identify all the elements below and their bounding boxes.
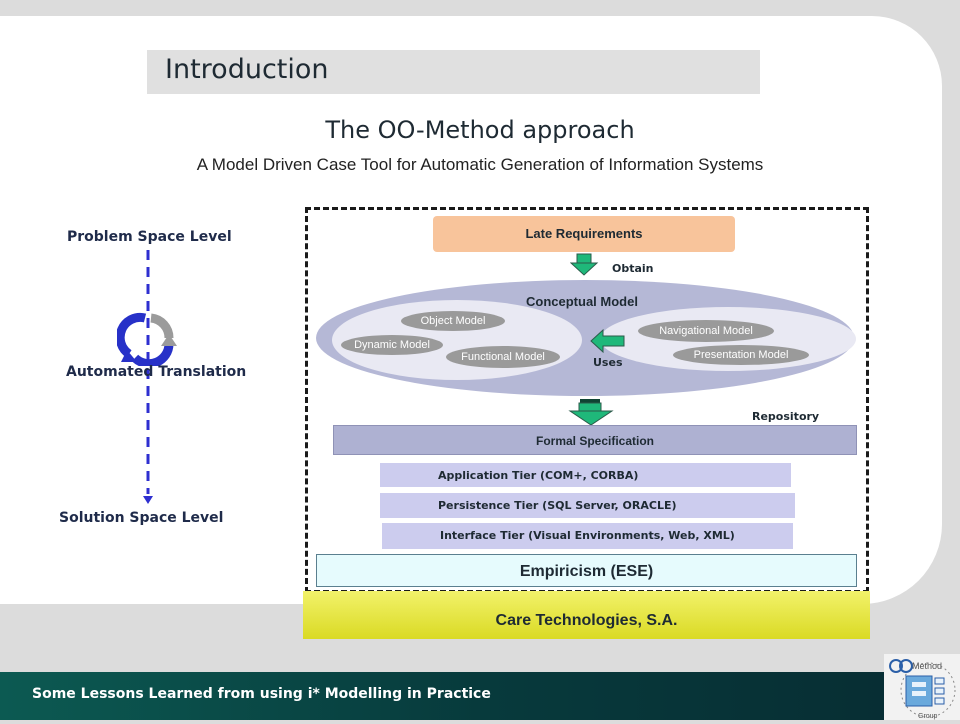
dynamic-model-pill: Dynamic Model bbox=[341, 335, 443, 355]
functional-model-pill: Functional Model bbox=[446, 346, 560, 368]
oo-method-logo: Method Group bbox=[884, 654, 960, 720]
empiricism-bar: Empiricism (ESE) bbox=[316, 554, 857, 587]
level-axis bbox=[143, 250, 153, 504]
object-model-pill: Object Model bbox=[401, 311, 505, 331]
cycle-icon bbox=[117, 312, 177, 366]
formal-specification-bar: Formal Specification bbox=[333, 425, 857, 455]
navigational-model-pill: Navigational Model bbox=[638, 320, 774, 342]
problem-space-label: Problem Space Level bbox=[67, 229, 232, 245]
slide-title: Introduction bbox=[165, 54, 329, 85]
application-tier-bar: Application Tier (COM+, CORBA) bbox=[380, 463, 791, 487]
repository-label: Repository bbox=[752, 410, 820, 423]
logo-text: Method bbox=[912, 661, 942, 671]
automated-translation-label: Automated Translation bbox=[66, 364, 247, 380]
obtain-label: Obtain bbox=[612, 262, 654, 275]
repository-arrow-icon bbox=[568, 399, 614, 426]
title-bar bbox=[147, 50, 760, 94]
persistence-tier-bar: Persistence Tier (SQL Server, ORACLE) bbox=[380, 493, 795, 518]
logo-subtext: Group bbox=[918, 713, 938, 720]
obtain-arrow-icon bbox=[570, 253, 599, 276]
heading: The OO-Method approach bbox=[325, 116, 635, 144]
subheading: A Model Driven Case Tool for Automatic G… bbox=[196, 155, 764, 174]
late-requirements-box: Late Requirements bbox=[433, 216, 735, 252]
care-technologies-bar: Care Technologies, S.A. bbox=[303, 591, 870, 639]
footer-text: Some Lessons Learned from using i* Model… bbox=[32, 686, 491, 702]
interface-tier-bar: Interface Tier (Visual Environments, Web… bbox=[382, 523, 793, 549]
conceptual-model-label: Conceptual Model bbox=[526, 294, 638, 309]
presentation-model-pill: Presentation Model bbox=[673, 345, 809, 365]
footer-bar bbox=[0, 672, 960, 720]
uses-arrow-icon bbox=[590, 328, 625, 354]
solution-space-label: Solution Space Level bbox=[59, 510, 224, 526]
uses-label: Uses bbox=[593, 356, 623, 369]
